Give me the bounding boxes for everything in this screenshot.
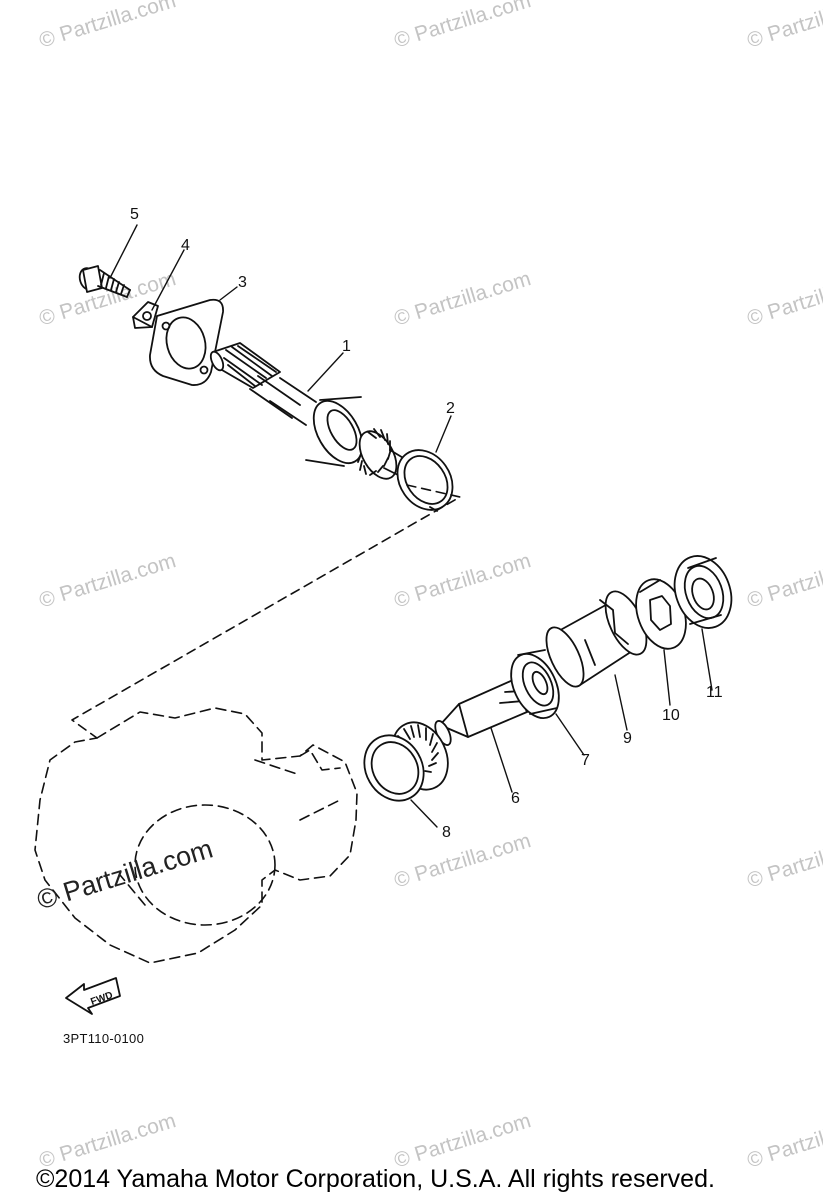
- copyright-notice: ©2014 Yamaha Motor Corporation, U.S.A. A…: [36, 1165, 715, 1193]
- callout-3: 3: [238, 274, 247, 291]
- part-4-lock-washer: [132, 301, 159, 329]
- callout-11: 11: [706, 684, 723, 701]
- installation-guide-line: [71, 484, 461, 739]
- callout-10: 10: [662, 707, 680, 724]
- callout-1: 1: [342, 338, 351, 355]
- part-7-bearing: [510, 649, 560, 719]
- part-1-drive-shaft: [209, 342, 411, 480]
- part-11-bearing: [673, 555, 733, 629]
- callout-8: 8: [442, 824, 451, 841]
- callout-9: 9: [623, 730, 632, 747]
- engine-housing-phantom: [34, 707, 358, 964]
- callout-4: 4: [181, 237, 190, 254]
- part-5-bolt: [78, 265, 131, 298]
- diagram-code: 3PT110-0100: [63, 1031, 145, 1046]
- callout-leaders: [109, 224, 713, 828]
- part-9-sleeve: [545, 590, 648, 688]
- callout-2: 2: [446, 400, 455, 417]
- fwd-arrow-icon: FWD: [65, 977, 121, 1015]
- part-8-gear-and-clip: [363, 721, 449, 802]
- part-2-circlip: [396, 449, 454, 512]
- callout-7: 7: [581, 752, 590, 769]
- callout-6: 6: [511, 790, 520, 807]
- callout-5: 5: [130, 206, 139, 223]
- part-3-bearing-plate: [149, 298, 224, 386]
